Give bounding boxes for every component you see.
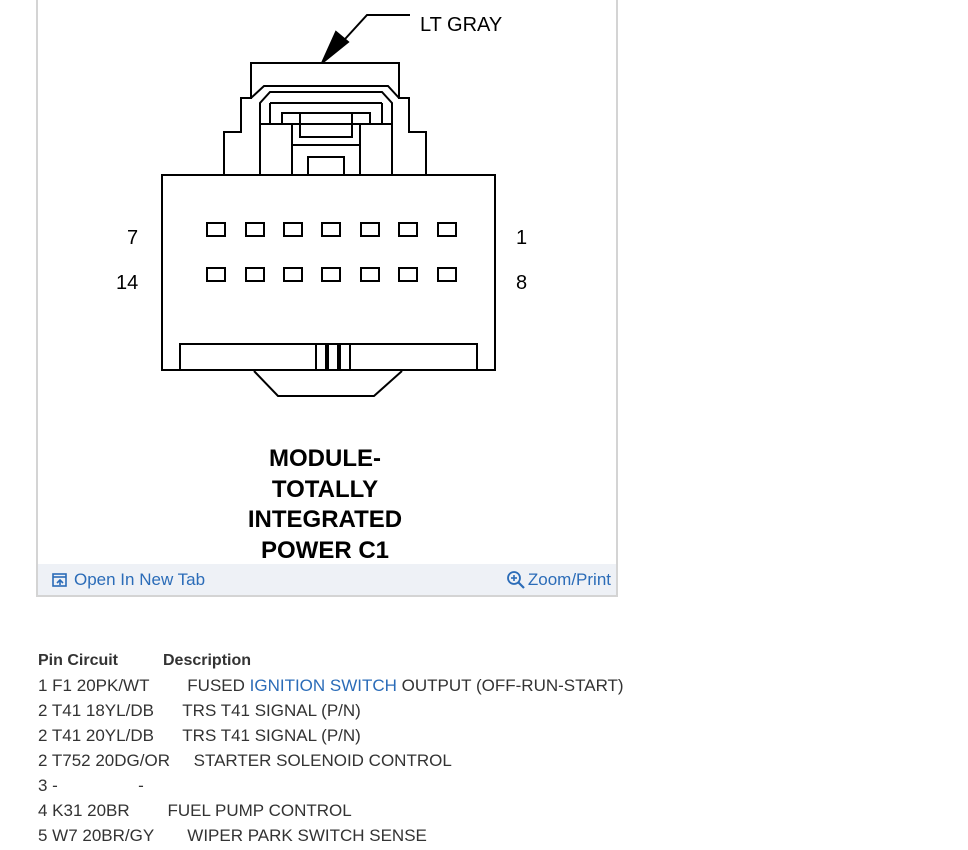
pin-row: 2 T752 20DG/OR STARTER SOLENOID CONTROL (38, 748, 624, 773)
pin-circuit-cell: 2 T41 20YL/DB (38, 725, 154, 745)
cell-gap (154, 701, 182, 721)
latch-housing-outline (223, 62, 427, 175)
callout-arrowhead (321, 30, 350, 64)
pin-circuit-cell: 2 T752 20DG/OR (38, 750, 170, 770)
pin-cavity-8 (437, 267, 457, 282)
header-pin-circuit: Pin Circuit (38, 651, 119, 669)
pin-row: 3 - - (38, 773, 624, 798)
pin-circuit-cell: 5 W7 20BR/GY (38, 825, 155, 845)
callout-leader-line (334, 14, 410, 51)
connector-body (161, 174, 496, 371)
zoom-print-link[interactable]: Zoom/Print (506, 570, 611, 590)
pin-table-header: Pin Circuit Description (38, 648, 624, 673)
cell-gap (130, 801, 168, 821)
pin-row: 1 F1 20PK/WT FUSED IGNITION SWITCH OUTPU… (38, 673, 624, 698)
pin-cavity-1 (437, 222, 457, 237)
description-suffix: OUTPUT (OFF-RUN-START) (396, 675, 624, 695)
pin-label-bottom-right: 8 (516, 272, 527, 294)
connector-title-line-2: TOTALLY (272, 476, 378, 503)
connector-diagram: LT GRAY 7 1 14 8 MODULE- TOTALLY INTEGRA… (116, 14, 527, 564)
pin-cavity-9 (398, 267, 418, 282)
connector-title-line-1: MODULE- (269, 445, 381, 472)
pin-cavity-4 (321, 222, 341, 237)
connector-title-line-4: POWER C1 (261, 537, 389, 564)
description-cell: TRS T41 SIGNAL (P/N) (182, 725, 361, 745)
description-cell: FUEL PUMP CONTROL (167, 800, 352, 820)
pin-cavity-6 (245, 222, 265, 237)
pin-row: 2 T41 20YL/DB TRS T41 SIGNAL (P/N) (38, 723, 624, 748)
pin-cavity-3 (360, 222, 380, 237)
open-in-new-tab-icon (52, 573, 67, 587)
pin-label-top-right: 1 (516, 227, 527, 249)
pin-cavity-2 (398, 222, 418, 237)
pin-cavity-14 (206, 267, 226, 282)
description-cell: - (138, 775, 144, 795)
pin-circuit-cell: 1 F1 20PK/WT (38, 675, 150, 695)
connector-figure-card: LT GRAY 7 1 14 8 MODULE- TOTALLY INTEGRA… (36, 0, 618, 597)
pin-cavity-7 (206, 222, 226, 237)
pin-circuit-cell: 3 - (38, 775, 58, 795)
pin-cavity-11 (321, 267, 341, 282)
cell-gap (154, 826, 187, 846)
pin-description-table: Pin Circuit Description 1 F1 20PK/WT FUS… (38, 648, 624, 848)
open-in-new-tab-link[interactable]: Open In New Tab (52, 570, 205, 590)
pin-cavity-10 (360, 267, 380, 282)
cell-gap (149, 676, 187, 696)
magnifier-plus-icon (506, 570, 526, 590)
open-in-new-tab-label: Open In New Tab (74, 570, 206, 589)
connector-title-line-3: INTEGRATED (248, 506, 402, 533)
description-cell: WIPER PARK SWITCH SENSE (187, 825, 427, 845)
pin-circuit-cell: 2 T41 18YL/DB (38, 700, 154, 720)
pin-cavity-5 (283, 222, 303, 237)
bottom-tab (253, 370, 403, 397)
pin-cavity-13 (245, 267, 265, 282)
pin-row: 2 T41 18YL/DB TRS T41 SIGNAL (P/N) (38, 698, 624, 723)
header-description: Description (163, 651, 252, 669)
pin-label-bottom-left: 14 (116, 272, 138, 294)
cell-gap (170, 751, 194, 771)
ignition-switch-link[interactable]: IGNITION SWITCH (249, 675, 397, 695)
color-callout-label: LT GRAY (420, 14, 502, 36)
description-cell: FUSED (187, 675, 250, 695)
description-cell: TRS T41 SIGNAL (P/N) (182, 700, 361, 720)
pin-row: 4 K31 20BR FUEL PUMP CONTROL (38, 798, 624, 823)
pin-circuit-cell: 4 K31 20BR (38, 800, 130, 820)
pin-cavity-12 (283, 267, 303, 282)
zoom-print-label: Zoom/Print (527, 570, 611, 589)
pin-row: 5 W7 20BR/GY WIPER PARK SWITCH SENSE (38, 823, 624, 848)
cell-gap (58, 776, 138, 796)
description-cell: STARTER SOLENOID CONTROL (193, 750, 452, 770)
figure-footer: Open In New Tab Zoom/Print (38, 564, 616, 595)
cell-gap (154, 726, 182, 746)
pin-label-top-left: 7 (127, 227, 138, 249)
